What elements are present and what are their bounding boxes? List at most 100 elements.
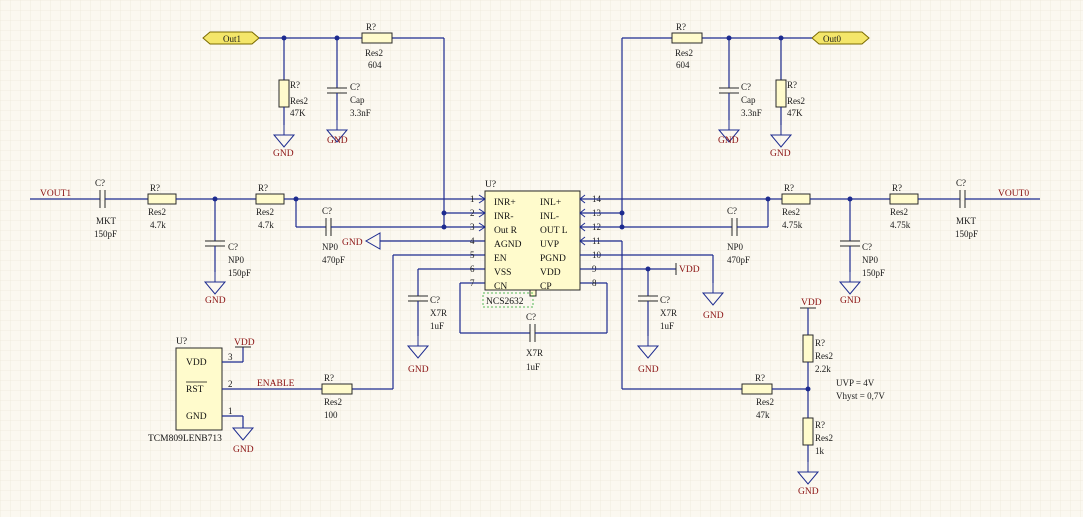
pin-number: 3: [470, 222, 475, 232]
pin-name: VDD: [540, 268, 561, 278]
pin-number: 7: [470, 278, 475, 288]
c-type: Cap: [350, 95, 365, 105]
c-type: NP0: [727, 242, 744, 252]
r-type: Res2: [290, 96, 308, 106]
c-value: 1uF: [526, 362, 540, 372]
pin-number: 6: [470, 264, 475, 274]
c-ref: C?: [350, 82, 360, 92]
pin-number: 1: [470, 194, 475, 204]
pin-number: 2: [470, 208, 475, 218]
r-type: Res2: [787, 96, 805, 106]
r-type: Res2: [148, 207, 166, 217]
pin-name: INL-: [540, 212, 559, 222]
r-type: Res2: [815, 351, 833, 361]
pin-name: VDD: [186, 358, 207, 368]
r-type: Res2: [675, 48, 693, 58]
r-value: 604: [368, 60, 382, 70]
r-ref: R?: [676, 22, 686, 32]
resistor-enable[interactable]: R? Res2 100: [321, 373, 353, 420]
c-type: X7R: [660, 308, 677, 318]
net-port-out1[interactable]: Out1: [202, 31, 260, 45]
gnd-label: GND: [273, 149, 294, 159]
pin-name: INL+: [540, 198, 561, 208]
pin-name: RST: [186, 385, 204, 395]
ic-tcm809[interactable]: U? VDD RST GND 3 2 1 TCM809LENB713: [148, 337, 233, 444]
note-uvp: UVP = 4V: [836, 378, 875, 388]
r-type: Res2: [324, 397, 342, 407]
c-value: 150pF: [862, 268, 885, 278]
gnd-label: GND: [342, 238, 363, 248]
r-ref: R?: [784, 183, 794, 193]
r-value: 4.75k: [890, 220, 911, 230]
pin-number: 1: [228, 406, 233, 416]
c-ref: C?: [526, 312, 536, 322]
pin-name: INR+: [494, 198, 516, 208]
ic-name-box: [482, 292, 534, 308]
c-value: 1uF: [430, 321, 444, 331]
r-type: Res2: [756, 397, 774, 407]
c-type: MKT: [96, 216, 117, 226]
pin-name: Out R: [494, 226, 518, 236]
pin-number: 8: [592, 278, 597, 288]
c-ref: C?: [741, 82, 751, 92]
resistor-feedback-r1[interactable]: R? Res2 604: [361, 22, 393, 70]
c-value: 470pF: [727, 255, 750, 265]
r-ref: R?: [150, 183, 160, 193]
gnd-label: GND: [718, 136, 739, 146]
ic-part-name: NCS2632: [486, 297, 524, 307]
pin-name: UVP: [540, 240, 559, 250]
r-ref: R?: [290, 80, 300, 90]
ic-ref: U?: [485, 180, 496, 190]
pin-number: 3: [228, 352, 233, 362]
ic-part-name: TCM809LENB713: [148, 434, 222, 444]
c-ref: C?: [660, 295, 670, 305]
c-type: NP0: [862, 255, 879, 265]
c-value: 150pF: [94, 229, 117, 239]
vdd-label: VDD: [801, 298, 822, 308]
c-value: 1uF: [660, 321, 674, 331]
r-ref: R?: [755, 373, 765, 383]
c-type: X7R: [526, 348, 543, 358]
r-ref: R?: [892, 183, 902, 193]
r-value: 4.7k: [150, 220, 166, 230]
ic-ref: U?: [176, 337, 187, 347]
pin-name: EN: [494, 254, 507, 264]
r-ref: R?: [787, 80, 797, 90]
r-type: Res2: [890, 207, 908, 217]
r-value: 604: [676, 60, 690, 70]
c-ref: C?: [228, 242, 238, 252]
r-ref: R?: [815, 338, 825, 348]
ground-icon: [364, 232, 381, 250]
pin-name: GND: [186, 412, 207, 422]
gnd-label: GND: [205, 296, 226, 306]
c-type: NP0: [228, 255, 245, 265]
r-ref: R?: [366, 22, 376, 32]
pin-number: 4: [470, 236, 475, 246]
ic-ncs2632[interactable]: U? NCS2632 1 2 3 4 5 6 7 INR+ INR- Out R…: [470, 180, 602, 308]
r-value: 47k: [756, 410, 770, 420]
c-ref: C?: [956, 178, 966, 188]
c-type: X7R: [430, 308, 447, 318]
r-value: 100: [324, 410, 338, 420]
r-value: 4.75k: [782, 220, 803, 230]
gnd-label: GND: [408, 365, 429, 375]
vdd-label: VDD: [679, 265, 700, 275]
r-value: 47K: [290, 108, 306, 118]
vdd-label: VDD: [234, 338, 255, 348]
r-value: 4.7k: [258, 220, 274, 230]
net-label-enable: ENABLE: [257, 379, 295, 389]
gnd-label: GND: [327, 136, 348, 146]
net-port-out0-label: Out0: [823, 34, 842, 44]
c-ref: C?: [727, 206, 737, 216]
gnd-label: GND: [798, 487, 819, 497]
net-port-out0[interactable]: Out0: [811, 31, 870, 45]
r-type: Res2: [365, 48, 383, 58]
r-ref: R?: [258, 183, 268, 193]
resistor-feedback-r0[interactable]: R? Res2 604: [671, 22, 703, 70]
r-type: Res2: [815, 433, 833, 443]
note-vhyst: Vhyst = 0,7V: [836, 391, 885, 401]
pin-name: CN: [494, 282, 507, 292]
gnd-label: GND: [703, 311, 724, 321]
r-ref: R?: [324, 373, 334, 383]
